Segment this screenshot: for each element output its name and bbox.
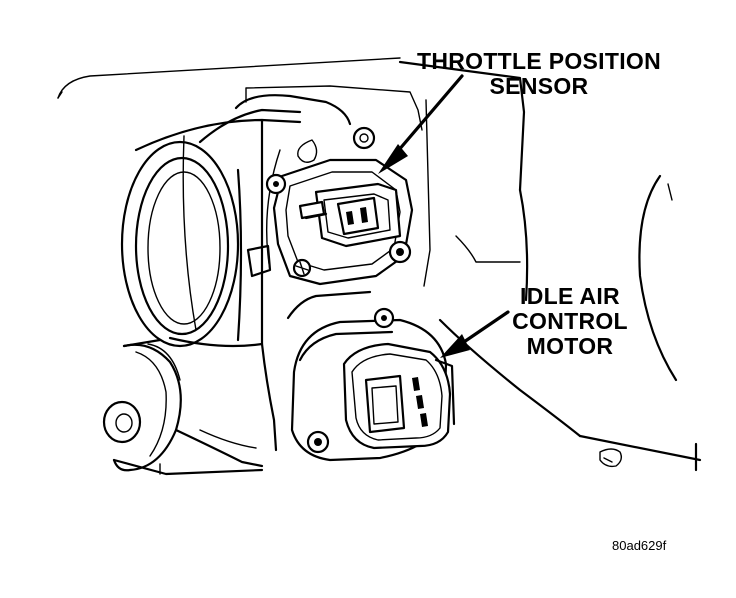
throttle-position-sensor: [265, 126, 414, 286]
tps-label-line1: THROTTLE POSITION: [416, 48, 662, 74]
intake-manifold-outline: [57, 57, 702, 472]
idle-air-control-motor-label: IDLE AIR CONTROL MOTOR: [504, 284, 636, 359]
figure-code: 80ad629f: [612, 538, 667, 553]
iac-label-line2: CONTROL: [512, 308, 628, 334]
throttle-position-sensor-label: THROTTLE POSITION SENSOR: [408, 49, 670, 99]
iac-leader-arrow: [440, 310, 510, 358]
tps-leader-arrow: [378, 74, 464, 174]
idle-air-control-motor: [290, 307, 456, 462]
iac-label-line1: IDLE AIR: [520, 283, 620, 309]
iac-label-line3: MOTOR: [526, 333, 614, 359]
lower-motor-housing: [102, 338, 264, 476]
tps-label-line2: SENSOR: [489, 73, 589, 99]
throttle-body-housing: [120, 94, 372, 452]
